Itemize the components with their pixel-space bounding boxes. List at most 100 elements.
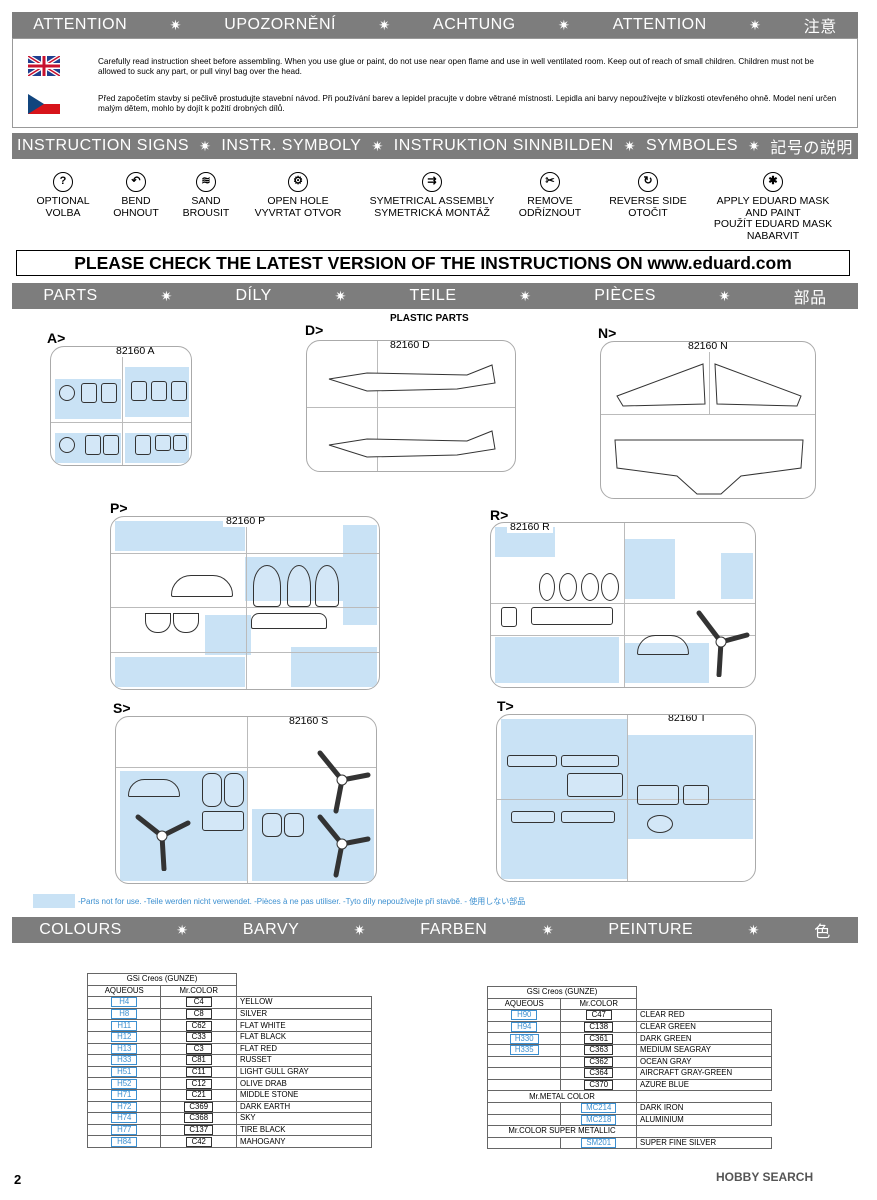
aqueous-code: H335 [509,1045,539,1056]
cz-flag-icon [28,94,60,114]
sprue-s-code: 82160 S [286,717,332,727]
parts-jp-heading: 部品 [793,290,827,307]
colour-name: DARK IRON [636,1101,772,1115]
aqueous-code: H13 [111,1043,138,1054]
colour-name: ALUMINIUM [636,1113,772,1127]
sprue-d-letter: D> [305,322,324,338]
attention-cz-heading: UPOZORNĚNÍ [224,16,336,33]
attention-en-heading: ATTENTION [33,16,128,33]
sprue-d: 82160 D [306,340,516,472]
aqueous-code: H8 [111,1009,138,1020]
colour-name: FLAT WHITE [236,1019,372,1032]
check-latest-version-banner: PLEASE CHECK THE LATEST VERSION OF THE I… [16,250,850,276]
sprue-n-code: 82160 N [685,342,731,352]
aqueous-code: H51 [111,1067,138,1078]
mr-color-code: C12 [185,1078,212,1089]
attention-en-text: Carefully read instruction sheet before … [98,57,814,76]
mr-color-code: C137 [184,1125,214,1136]
legend-text: -Parts not for use. -Teile werden nicht … [78,897,526,906]
sprue-p-code: 82160 P [223,517,269,527]
attention-de-heading: ACHTUNG [433,16,516,33]
colour-name: OCEAN GRAY [636,1055,772,1069]
propeller-icon [696,610,750,677]
mask-star-icon: ✱ [763,172,783,192]
aqueous-code: H4 [111,997,138,1008]
attention-cz-text: Před započetím stavby si pečlivě prostud… [98,94,837,113]
sprue-a: 82160 A [50,346,192,466]
parts-band: PARTS✷ DÍLY✷ TEILE✷ PIÈCES✷ 部品 [12,283,858,309]
sprue-d-code: 82160 D [387,341,433,351]
colour-row: H90 C47 CLEAR RED [486,1009,772,1022]
colours-cz-heading: BARVY [242,921,300,938]
brand-header: GSi Creos (GUNZE) [87,973,237,986]
attention-jp-heading: 注意 [803,19,837,36]
colour-name: SILVER [236,1007,372,1021]
aqueous-code: H90 [511,1010,538,1021]
colour-name: DARK EARTH [236,1100,372,1114]
parts-de-heading: TEILE [409,287,457,304]
mr-color-code: C21 [185,1090,212,1101]
sprue-t-letter: T> [497,698,514,714]
colours-jp-heading: 色 [814,924,831,941]
bend-arrow-icon: ↶ [126,172,146,192]
colour-row: H72 C369 DARK EARTH [86,1100,372,1114]
question-icon: ? [53,172,73,192]
colour-name: SKY [236,1112,372,1125]
sprue-s: 82160 S [115,716,377,884]
mr-color-code: MC214 [581,1103,617,1114]
mr-color-code: C362 [584,1056,614,1067]
wing-upper-icon [714,363,802,407]
drill-icon: ⚙ [288,172,308,192]
colours-en-heading: COLOURS [39,921,122,938]
legend-swatch [33,894,75,908]
aqueous-code: H330 [509,1033,539,1044]
colour-name: FLAT RED [236,1042,372,1056]
wing-lower-icon [614,439,804,495]
colours-band: COLOURS✷ BARVY✷ FARBEN✷ PEINTURE✷ 色 [12,917,858,943]
aqueous-code: H72 [111,1101,138,1112]
colour-name: MEDIUM SEAGRAY [636,1043,772,1057]
aqueous-code: H77 [111,1125,138,1136]
aqueous-code: H11 [111,1020,138,1031]
colour-row: C362 OCEAN GRAY [486,1055,772,1069]
sprue-a-code: 82160 A [113,347,158,357]
section-header-label: Mr.COLOR SUPER METALLIC [487,1125,637,1138]
attention-fr-heading: ATTENTION [612,16,707,33]
mr-color-code: C361 [584,1033,614,1044]
colours-de-heading: FARBEN [420,921,488,938]
mr-color-code: C47 [585,1010,612,1021]
colour-name: RUSSET [236,1054,372,1067]
section-header-label: Mr.METAL COLOR [487,1090,637,1103]
sprue-r-letter: R> [490,507,509,523]
sprue-t-code: 82160 T [665,715,710,724]
mr-color-code: C369 [184,1101,214,1112]
signs-fr-heading: SYMBOLES [646,137,739,154]
signs-de-heading: INSTRUKTION SINNBILDEN [393,137,614,154]
fuselage-half-icon [328,430,496,458]
aqueous-code: H12 [111,1032,138,1043]
colour-row: MC214 DARK IRON [486,1101,772,1115]
colour-name: LIGHT GULL GRAY [236,1065,372,1079]
signs-cz-heading: INSTR. SYMBOLY [221,137,362,154]
knife-icon: ✂ [540,172,560,192]
colour-name: CLEAR RED [636,1009,772,1022]
mr-color-code: C364 [584,1068,614,1079]
colour-section-header: Mr.COLOR SUPER METALLIC [487,1125,772,1138]
